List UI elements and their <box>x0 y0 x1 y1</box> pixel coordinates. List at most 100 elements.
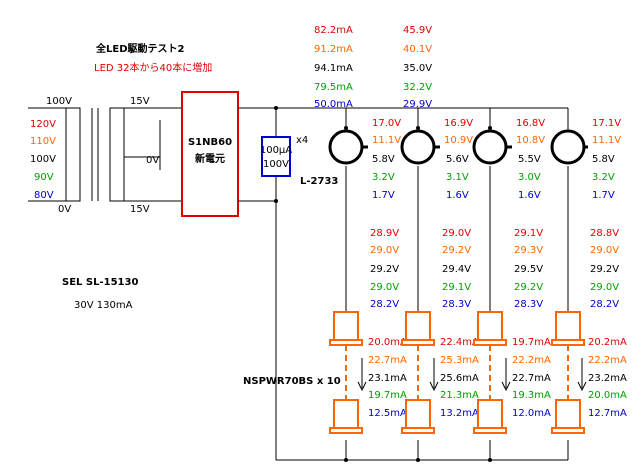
supply-current-1: 91.2mA <box>314 44 353 55</box>
string-current-black: 23.2mA <box>588 373 627 384</box>
string-volt-red: 29.0V <box>442 228 471 239</box>
string-current-red: 20.2mA <box>588 337 627 348</box>
junction-dot <box>416 458 420 462</box>
current-arrow-head <box>429 381 439 392</box>
tube-type-label: L-2733 <box>300 176 338 187</box>
tap-label-0: 120V <box>30 119 56 130</box>
string-volt-red: 28.8V <box>590 228 619 239</box>
string-volt-green: 29.1V <box>442 282 471 293</box>
supply-current-3: 79.5mA <box>314 82 353 93</box>
tube-pin <box>416 126 420 130</box>
led-top <box>477 311 503 343</box>
string-current-green: 21.3mA <box>440 390 479 401</box>
string-current-red: 20.0mA <box>368 337 407 348</box>
secondary-bottom-label: 15V <box>130 204 150 215</box>
tube-volt-red: 17.1V <box>592 118 621 129</box>
supply-readings: 82.2mA 45.9V 91.2mA 40.1V 94.1mA 35.0V 7… <box>314 25 432 110</box>
string-current-red: 22.4mA <box>440 337 479 348</box>
branch-3: 16.8V 10.8V 5.5V 3.0V 1.6V 29.1V 29.3V 2… <box>472 108 551 460</box>
branch-1: 17.0V 11.1V 5.8V 3.2V 1.7V 28.9V 29.0V 2… <box>328 108 407 460</box>
led-bottom <box>405 399 431 431</box>
supply-voltage-3: 32.2V <box>403 82 432 93</box>
string-volt-green: 29.0V <box>370 282 399 293</box>
diagram-subtitle: LED 32本から40本に増加 <box>94 61 212 74</box>
led-bottom <box>333 399 359 431</box>
rectifier-maker: 新電元 <box>195 152 225 165</box>
string-volt-blue: 28.2V <box>590 299 619 310</box>
supply-voltage-1: 40.1V <box>403 44 432 55</box>
string-current-black: 25.6mA <box>440 373 479 384</box>
string-volt-orange: 29.2V <box>442 245 471 256</box>
neon-tube <box>550 129 586 165</box>
string-current-orange: 22.2mA <box>512 355 551 366</box>
string-volt-blue: 28.3V <box>514 299 543 310</box>
tube-volt-black: 5.5V <box>518 154 541 165</box>
tube-volt-black: 5.6V <box>446 154 469 165</box>
junction-dot <box>274 199 278 203</box>
string-current-blue: 12.5mA <box>368 408 407 419</box>
primary-coil <box>65 107 81 202</box>
supply-current-4: 50.0mA <box>314 99 353 110</box>
bridge-rectifier: S1NB60 新電元 <box>181 91 239 217</box>
tube-volt-orange: 11.1V <box>592 135 621 146</box>
transformer-model-label: SEL SL-15130 <box>62 277 138 288</box>
supply-voltage-0: 45.9V <box>403 25 432 36</box>
led-top <box>405 311 431 343</box>
dc-wiring <box>238 107 568 461</box>
led-top-base <box>401 339 435 346</box>
led-top <box>555 311 581 343</box>
string-current-blue: 12.7mA <box>588 408 627 419</box>
tube-volt-orange: 10.9V <box>444 135 473 146</box>
tube-volt-green: 3.2V <box>372 172 395 183</box>
string-volt-black: 29.2V <box>590 264 619 275</box>
led-type-label: NSPWR70BS x 10 <box>243 376 341 387</box>
tap-label-1: 110V <box>30 136 56 147</box>
supply-voltage-2: 35.0V <box>403 63 432 74</box>
string-current-red: 19.7mA <box>512 337 551 348</box>
led-top-base <box>473 339 507 346</box>
tube-pin <box>488 126 492 130</box>
led-bottom-base <box>401 427 435 434</box>
string-current-green: 19.3mA <box>512 390 551 401</box>
neon-tube <box>472 129 508 165</box>
led-bottom <box>477 399 503 431</box>
meter-range-voltage: 100V <box>263 159 289 170</box>
string-volt-green: 29.0V <box>590 282 619 293</box>
string-volt-orange: 29.3V <box>514 245 543 256</box>
secondary-top-label: 15V <box>130 96 150 107</box>
tube-volt-green: 3.1V <box>446 172 469 183</box>
string-current-green: 19.7mA <box>368 390 407 401</box>
current-arrow-head <box>357 381 367 392</box>
primary-top-label: 100V <box>46 96 72 107</box>
string-current-black: 23.1mA <box>368 373 407 384</box>
meter-range-current: 100μA <box>260 145 292 156</box>
meter-body <box>261 136 291 177</box>
string-volt-black: 29.2V <box>370 264 399 275</box>
junction-dot <box>488 458 492 462</box>
secondary-mid-label: 0V <box>146 155 159 166</box>
led-top-base <box>329 339 363 346</box>
junction-dot <box>344 458 348 462</box>
tube-volt-black: 5.8V <box>372 154 395 165</box>
tube-volt-blue: 1.6V <box>518 190 541 201</box>
string-volt-black: 29.5V <box>514 264 543 275</box>
string-volt-black: 29.4V <box>442 264 471 275</box>
tube-pin <box>344 126 348 130</box>
led-top-base <box>551 339 585 346</box>
primary-bottom-label: 0V <box>58 204 71 215</box>
neon-tube <box>400 129 436 165</box>
tube-volt-red: 16.9V <box>444 118 473 129</box>
transformer-rating-label: 30V 130mA <box>74 300 133 311</box>
led-bottom-base <box>551 427 585 434</box>
tube-volt-red: 16.8V <box>516 118 545 129</box>
branch-2: 16.9V 10.9V 5.6V 3.1V 1.6V 29.0V 29.2V 2… <box>400 108 479 460</box>
tube-volt-green: 3.0V <box>518 172 541 183</box>
string-volt-orange: 29.0V <box>370 245 399 256</box>
secondary-coil <box>109 107 125 202</box>
rectifier-model: S1NB60 <box>188 137 232 148</box>
supply-current-0: 82.2mA <box>314 25 353 36</box>
tube-volt-green: 3.2V <box>592 172 615 183</box>
string-current-orange: 25.3mA <box>440 355 479 366</box>
supply-current-2: 94.1mA <box>314 63 353 74</box>
